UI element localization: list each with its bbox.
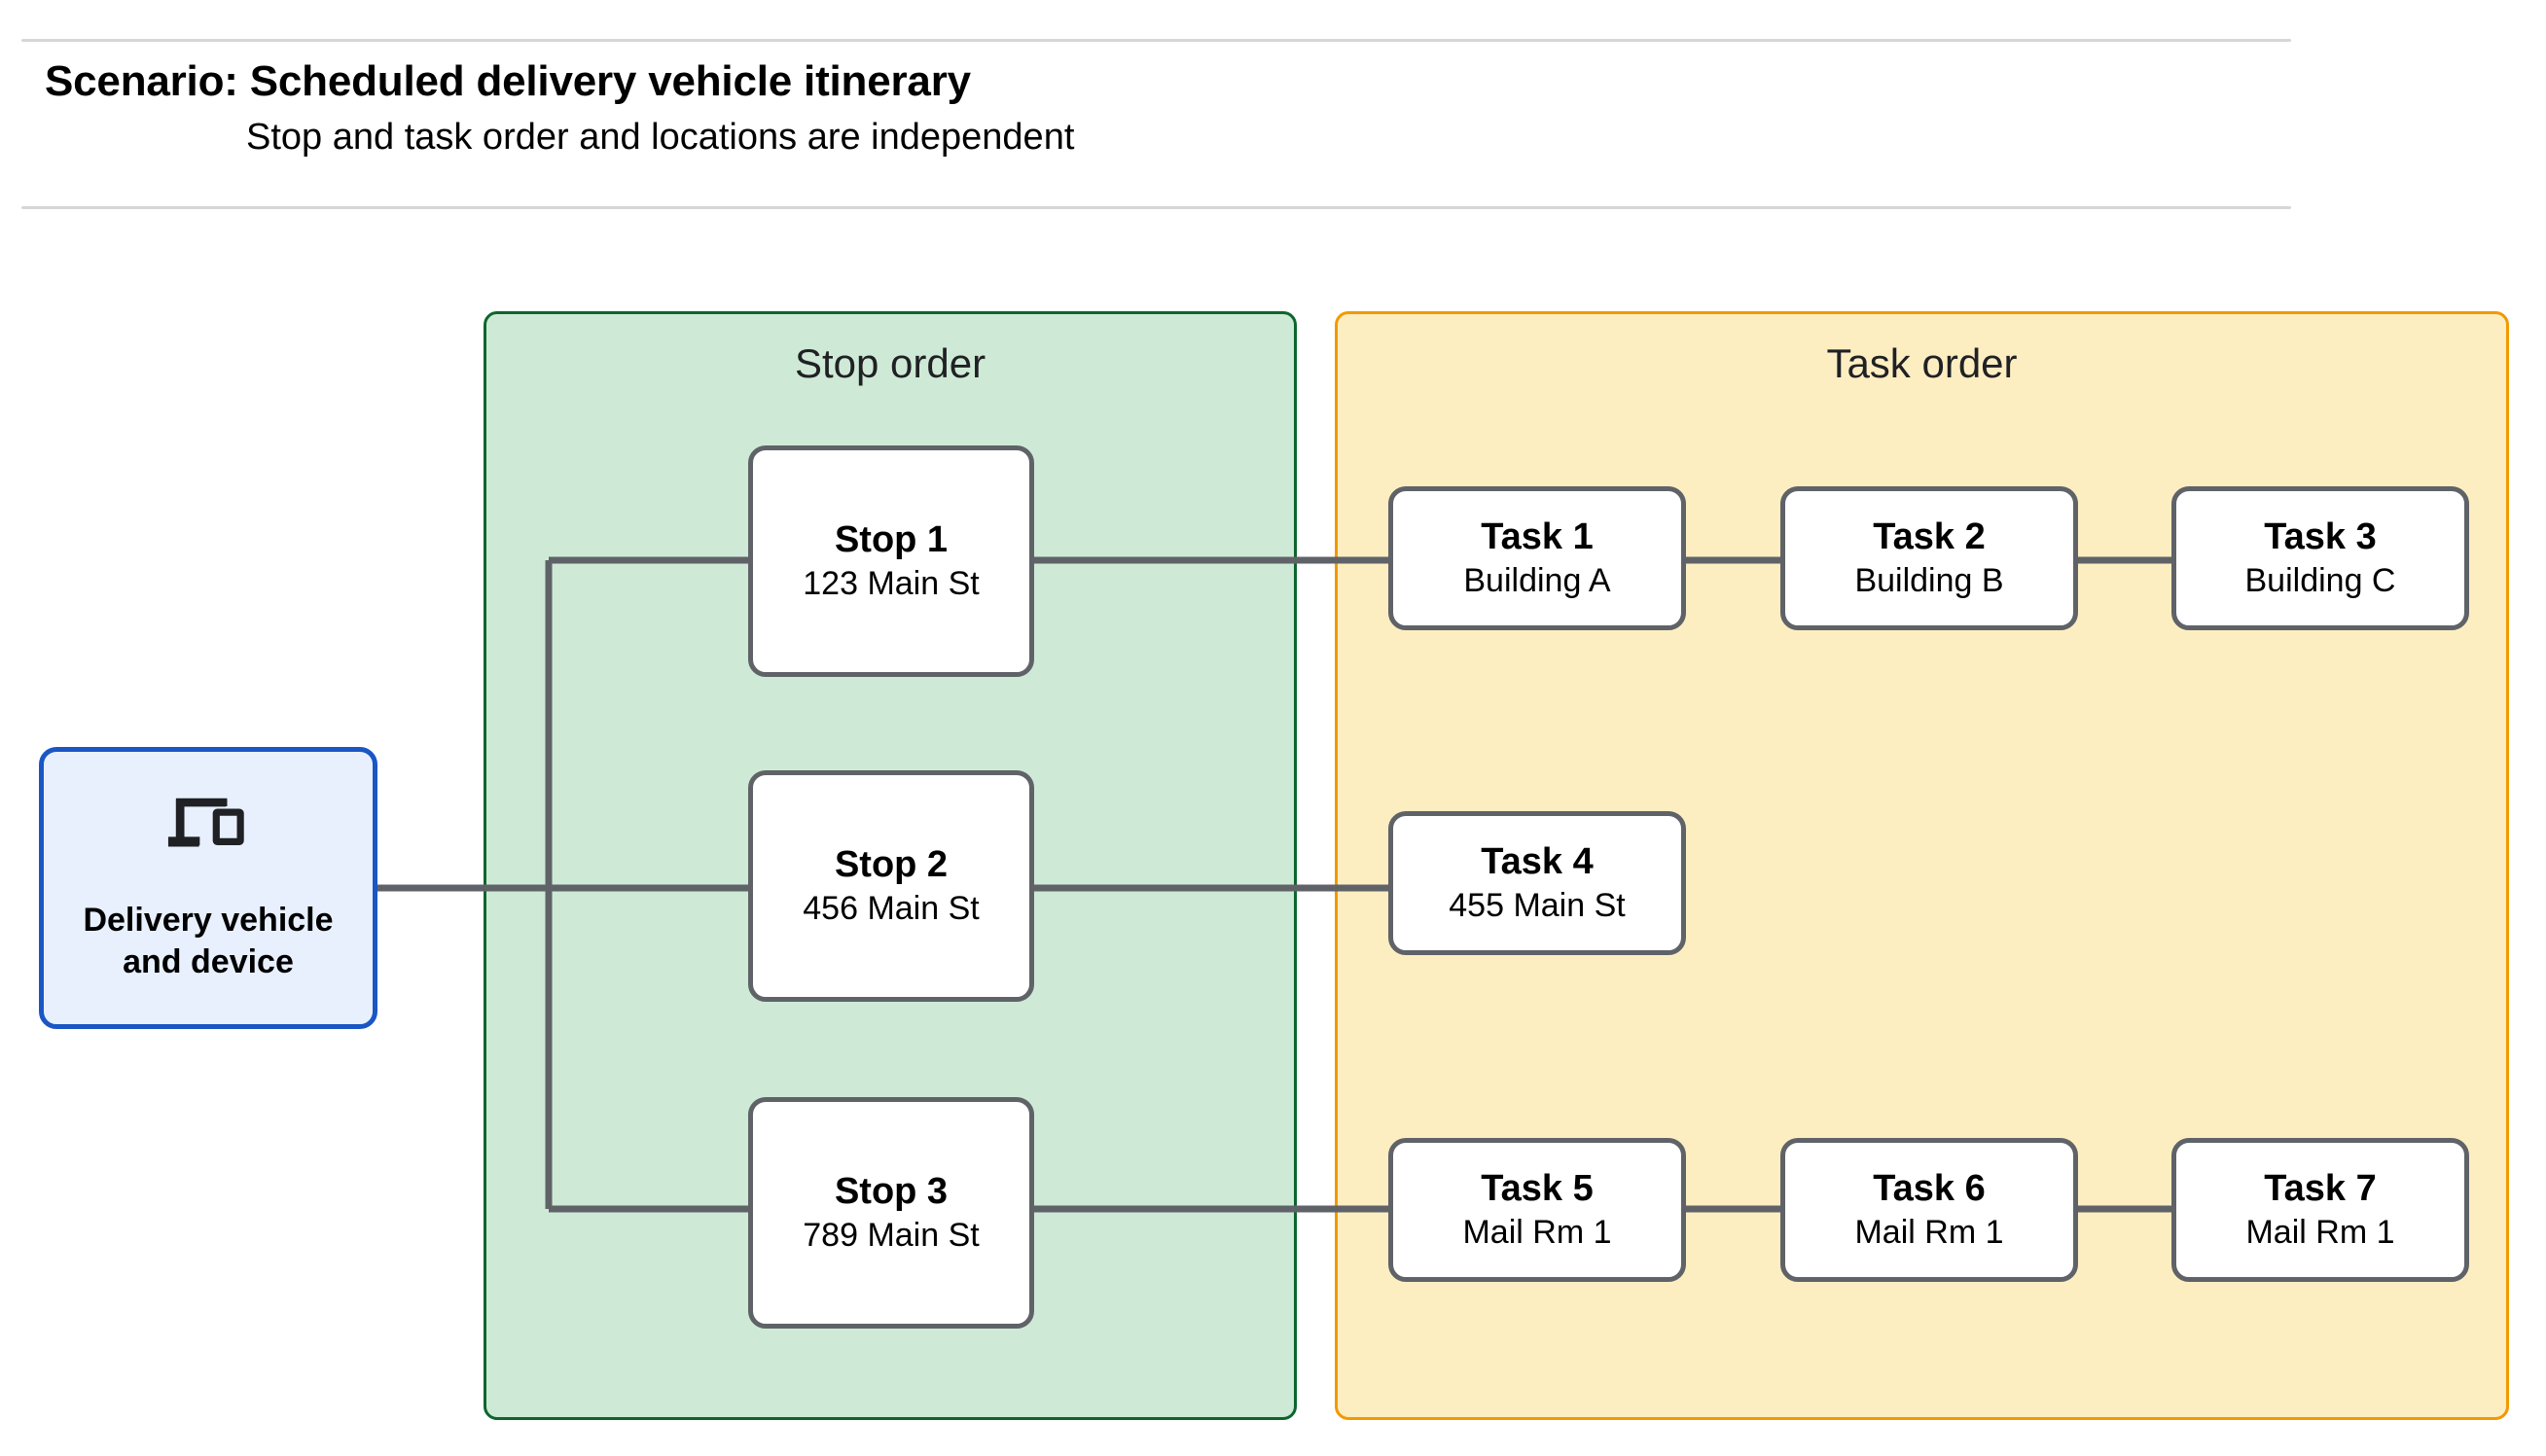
task-node-4[interactable]: Task 4 455 Main St (1388, 811, 1686, 955)
task-node-1-title: Task 1 (1481, 516, 1594, 558)
stop-node-2-address: 456 Main St (803, 890, 980, 928)
stop-node-1-address: 123 Main St (803, 565, 980, 603)
task-node-5-location: Mail Rm 1 (1462, 1214, 1612, 1252)
stop-node-2[interactable]: Stop 2 456 Main St (748, 770, 1034, 1002)
header-title-block: Scenario: Scheduled delivery vehicle iti… (45, 56, 2282, 160)
delivery-vehicle-and-device-node[interactable]: Delivery vehicle and device (39, 747, 377, 1029)
stop-order-panel-title: Stop order (794, 340, 986, 386)
task-node-7[interactable]: Task 7 Mail Rm 1 (2171, 1138, 2469, 1282)
header-divider-bottom (21, 206, 2291, 209)
stop-node-2-title: Stop 2 (834, 844, 949, 886)
task-node-3[interactable]: Task 3 Building C (2171, 486, 2469, 630)
page-title: Scenario: Scheduled delivery vehicle iti… (45, 57, 971, 105)
task-node-2-location: Building B (1854, 562, 2004, 600)
header-divider-top (21, 39, 2291, 42)
task-node-3-location: Building C (2244, 562, 2396, 600)
task-node-3-title: Task 3 (2264, 516, 2377, 558)
device-label-line-2: and device (123, 942, 294, 980)
stop-node-1-title: Stop 1 (834, 519, 949, 561)
task-node-6-location: Mail Rm 1 (1854, 1214, 2004, 1252)
stop-node-3-title: Stop 3 (834, 1171, 949, 1213)
task-node-6-title: Task 6 (1873, 1168, 1986, 1210)
task-order-panel-title: Task order (1826, 340, 2018, 386)
task-node-5-title: Task 5 (1481, 1168, 1594, 1210)
task-node-6[interactable]: Task 6 Mail Rm 1 (1780, 1138, 2078, 1282)
task-node-7-location: Mail Rm 1 (2245, 1214, 2395, 1252)
stop-node-3[interactable]: Stop 3 789 Main St (748, 1097, 1034, 1329)
device-label: Delivery vehicle and device (83, 900, 333, 983)
stop-node-1[interactable]: Stop 1 123 Main St (748, 445, 1034, 677)
device-label-line-1: Delivery vehicle (83, 902, 334, 939)
task-node-4-title: Task 4 (1481, 841, 1594, 883)
task-node-1-location: Building A (1463, 562, 1611, 600)
task-node-1[interactable]: Task 1 Building A (1388, 486, 1686, 630)
stop-node-3-address: 789 Main St (803, 1217, 980, 1255)
task-node-5[interactable]: Task 5 Mail Rm 1 (1388, 1138, 1686, 1282)
page-subtitle: Stop and task order and locations are in… (246, 116, 1075, 158)
task-node-7-title: Task 7 (2264, 1168, 2377, 1210)
devices-icon (167, 798, 244, 847)
task-node-2[interactable]: Task 2 Building B (1780, 486, 2078, 630)
task-node-4-location: 455 Main St (1449, 887, 1626, 925)
task-node-2-title: Task 2 (1873, 516, 1986, 558)
